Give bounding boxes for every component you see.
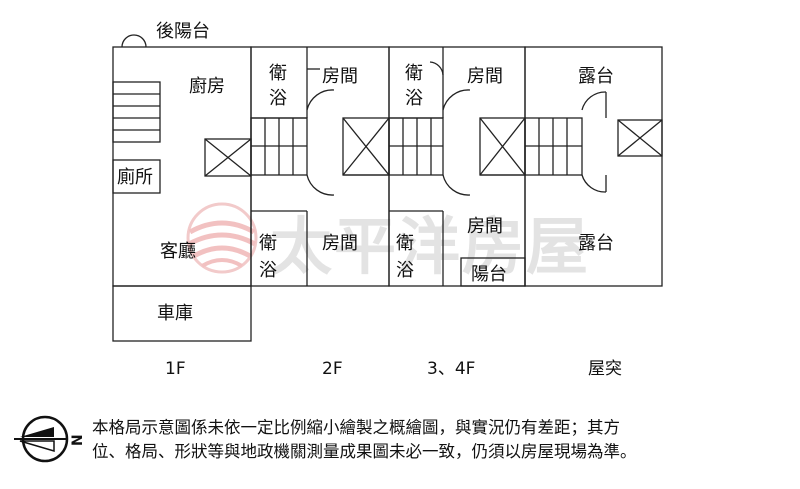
compass-icon: N xyxy=(14,415,86,463)
label-toilet: 廁所 xyxy=(117,166,153,188)
label-2f-room-top: 房間 xyxy=(322,66,358,87)
floor-captions: 1F 2F 3、4F 屋突 xyxy=(165,359,622,379)
label-3f-bath-bottom-2: 浴 xyxy=(396,260,414,281)
floor-3-4f xyxy=(388,46,526,287)
floor-2f xyxy=(250,46,390,287)
garage-room xyxy=(112,285,252,342)
label-2f-bath-bottom-1: 衛 xyxy=(259,233,277,254)
room-labels: 後陽台 廚房 廁所 客廳 車庫 衛 浴 房間 衛 浴 房間 衛 浴 房間 衛 浴… xyxy=(117,21,614,324)
void-roof xyxy=(617,119,663,157)
stair-1f xyxy=(112,81,161,143)
label-3f-bath-top-1: 衛 xyxy=(405,63,423,84)
label-2f-room-bottom: 房間 xyxy=(322,233,358,254)
compass-north-label: N xyxy=(70,434,86,446)
label-2f-bath-bottom-2: 浴 xyxy=(259,260,277,281)
label-3f-bath-top-2: 浴 xyxy=(405,88,423,109)
label-back-balcony: 後陽台 xyxy=(156,21,210,42)
floor-roof xyxy=(524,46,663,287)
caption-3-4f: 3、4F xyxy=(427,359,475,379)
label-2f-bath-top-1: 衛 xyxy=(269,63,287,84)
label-roof-terrace-top: 露台 xyxy=(578,66,614,87)
back-balcony-arc xyxy=(121,34,147,48)
label-2f-bath-top-2: 浴 xyxy=(269,88,287,109)
label-garage: 車庫 xyxy=(157,303,193,324)
label-3f-room-bottom: 房間 xyxy=(467,216,503,237)
disclaimer-line-2: 位、格局、形狀等與地政機關測量成果圖未必一致，仍須以房屋現場為準。 xyxy=(92,442,637,461)
label-kitchen: 廚房 xyxy=(189,75,225,97)
caption-1f: 1F xyxy=(165,359,186,379)
watermark-text: 太平洋房屋 xyxy=(270,210,590,283)
toilet-room xyxy=(112,159,161,194)
label-3f-balcony: 陽台 xyxy=(471,264,507,285)
floor-1f xyxy=(112,34,252,342)
label-living-room: 客廳 xyxy=(160,241,196,262)
disclaimer-line-1: 本格局示意圖係未依一定比例縮小繪製之概繪圖，與實況仍有差距；其方 xyxy=(92,418,620,437)
caption-roof: 屋突 xyxy=(588,359,622,379)
label-3f-room-top: 房間 xyxy=(467,66,503,87)
watermark-logo-icon xyxy=(186,202,258,274)
disclaimer: 本格局示意圖係未依一定比例縮小繪製之概繪圖，與實況仍有差距；其方 位、格局、形狀… xyxy=(92,416,792,464)
watermark: 太平洋房屋 xyxy=(186,202,590,283)
label-roof-terrace-bottom: 露台 xyxy=(578,233,614,254)
label-3f-bath-bottom-1: 衛 xyxy=(396,233,414,254)
caption-2f: 2F xyxy=(322,359,343,379)
